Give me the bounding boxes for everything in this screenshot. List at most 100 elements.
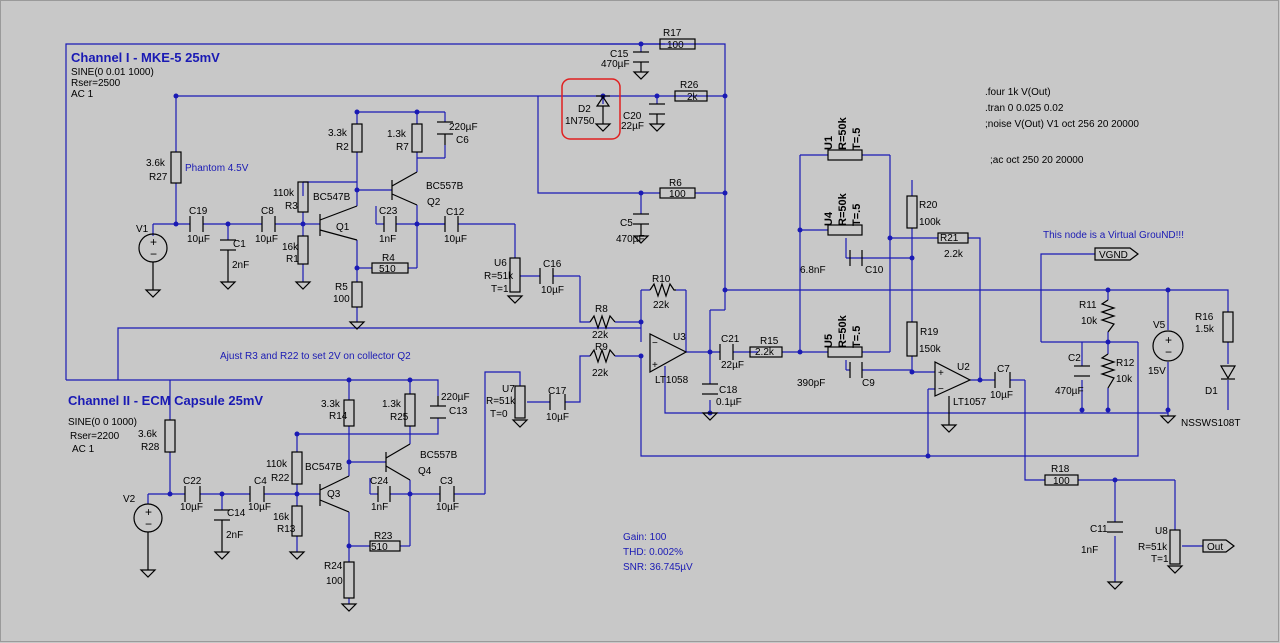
label-u6-1: R=51k xyxy=(484,271,514,282)
label-u4-t: T=.5 xyxy=(851,204,863,226)
label-notes-thd: THD: 0.002% xyxy=(623,547,683,558)
label-c5-1: 470µF xyxy=(616,234,645,245)
svg-text:+: + xyxy=(1165,333,1172,347)
label-r6-1: 100 xyxy=(669,189,686,200)
label-r16-0: R16 xyxy=(1195,312,1214,323)
label-r25-0: 1.3k xyxy=(382,399,402,410)
label-u7-0: U7 xyxy=(502,384,515,395)
label-c16-1: 10µF xyxy=(541,285,564,296)
label-u3-0: U3 xyxy=(673,332,686,343)
label-q3-0: BC547B xyxy=(305,462,343,473)
label-c18-0: C18 xyxy=(719,385,738,396)
label-c2-1: 470µF xyxy=(1055,386,1084,397)
components: −+ +− +− +− +− xyxy=(133,38,1237,612)
label-r17-1: 100 xyxy=(667,40,684,51)
zener-highlight xyxy=(561,78,621,140)
label-r2-1: R2 xyxy=(336,142,349,153)
label-notes-snr: SNR: 36.745µV xyxy=(623,562,693,573)
label-u1-t: T=.5 xyxy=(851,128,863,150)
label-c7-0: C7 xyxy=(997,364,1010,375)
label-r5-1: 100 xyxy=(333,294,350,305)
label-c23-0: C23 xyxy=(379,206,398,217)
label-c5-0: C5 xyxy=(620,218,633,229)
label-r23-1: 510 xyxy=(371,542,388,553)
label-u8-0: U8 xyxy=(1155,526,1168,537)
label-r13-1: R13 xyxy=(277,524,296,535)
label-r7-1: R7 xyxy=(396,142,409,153)
label-r15-1: 2.2k xyxy=(755,347,775,358)
label-c12-0: C12 xyxy=(446,207,465,218)
wire-junctions xyxy=(167,41,1171,549)
label-r21-0: R21 xyxy=(940,233,959,244)
label-u8-1: R=51k xyxy=(1138,542,1168,553)
label-r13-0: 16k xyxy=(273,512,290,523)
label-d2-0: D2 xyxy=(578,104,591,115)
label-q1-1: Q1 xyxy=(336,222,350,233)
label-c2-0: C2 xyxy=(1068,353,1081,364)
label-c17-0: C17 xyxy=(548,386,567,397)
label-r2-0: 3.3k xyxy=(328,128,348,139)
label-v2-0: V2 xyxy=(123,494,136,505)
label-c23-1: 1nF xyxy=(379,234,396,245)
label-c13-1: C13 xyxy=(449,406,468,417)
label-c20-0: C20 xyxy=(623,111,642,122)
svg-text:+: + xyxy=(145,505,152,519)
label-r26-1: 2k xyxy=(687,92,699,103)
label-r6-0: R6 xyxy=(669,178,682,189)
label-r22-1: R22 xyxy=(271,473,290,484)
label-notes-vground: This node is a Virtual GrouND!!! xyxy=(1043,230,1184,241)
label-u5-name: U5 xyxy=(823,334,835,348)
label-u4-name: U4 xyxy=(823,211,835,226)
svg-text:−: − xyxy=(145,517,152,531)
label-u4-r: R=50k xyxy=(837,192,849,226)
label-directives-ac: ;ac oct 250 20 20000 xyxy=(990,155,1084,166)
label-notes-gain: Gain: 100 xyxy=(623,532,667,543)
label-c19-1: 10µF xyxy=(187,234,210,245)
opamp-pins: −+ +− xyxy=(652,338,944,395)
label-q1-0: BC547B xyxy=(313,192,351,203)
label-c10-1: C10 xyxy=(865,265,884,276)
label-c3-0: C3 xyxy=(440,476,453,487)
label-directives-tran: .tran 0 0.025 0.02 xyxy=(985,103,1064,114)
label-c18-1: 0.1µF xyxy=(716,397,742,408)
label-c15-1: 470µF xyxy=(601,59,630,70)
label-c8-1: 10µF xyxy=(255,234,278,245)
net-labels xyxy=(1094,247,1235,553)
label-d1-1: NSSWS108T xyxy=(1181,418,1240,429)
label-r9-1: 22k xyxy=(592,368,609,379)
label-notes-adjust: Ajust R3 and R22 to set 2V on collector … xyxy=(220,351,411,362)
label-r27-1: R27 xyxy=(149,172,168,183)
label-channel2-ac: AC 1 xyxy=(72,444,95,455)
label-c14-1: 2nF xyxy=(226,530,243,541)
label-r7-0: 1.3k xyxy=(387,129,407,140)
label-q2-0: BC557B xyxy=(426,181,464,192)
label-directives-four: .four 1k V(Out) xyxy=(985,87,1051,98)
label-r8-0: R8 xyxy=(595,304,608,315)
label-r9-0: R9 xyxy=(595,342,608,353)
label-v5-1: 15V xyxy=(1148,366,1166,377)
label-r18-1: 100 xyxy=(1053,476,1070,487)
label-q2-1: Q2 xyxy=(427,197,441,208)
label-c16-0: C16 xyxy=(543,259,562,270)
label-r12-0: R12 xyxy=(1116,358,1135,369)
label-channel1-ac: AC 1 xyxy=(71,89,94,100)
label-c9-0: 390pF xyxy=(797,378,825,389)
label-c17-1: 10µF xyxy=(546,412,569,423)
label-c21-1: 22µF xyxy=(721,360,744,371)
label-u8-2: T=1 xyxy=(1151,554,1169,565)
label-r10-1: 22k xyxy=(653,300,670,311)
label-c3-1: 10µF xyxy=(436,502,459,513)
label-q4-1: Q4 xyxy=(418,466,432,477)
label-u1-r: R=50k xyxy=(837,116,849,150)
label-r11-1: 10k xyxy=(1081,316,1098,327)
label-c6-1: C6 xyxy=(456,135,469,146)
label-u7-1: R=51k xyxy=(486,396,516,407)
label-c12-1: 10µF xyxy=(444,234,467,245)
svg-text:+: + xyxy=(150,235,157,249)
label-r24-1: 100 xyxy=(326,576,343,587)
label-r23-0: R23 xyxy=(374,531,393,542)
label-c6-0: 220µF xyxy=(449,122,478,133)
label-q3-1: Q3 xyxy=(327,489,341,500)
label-c8-0: C8 xyxy=(261,206,274,217)
